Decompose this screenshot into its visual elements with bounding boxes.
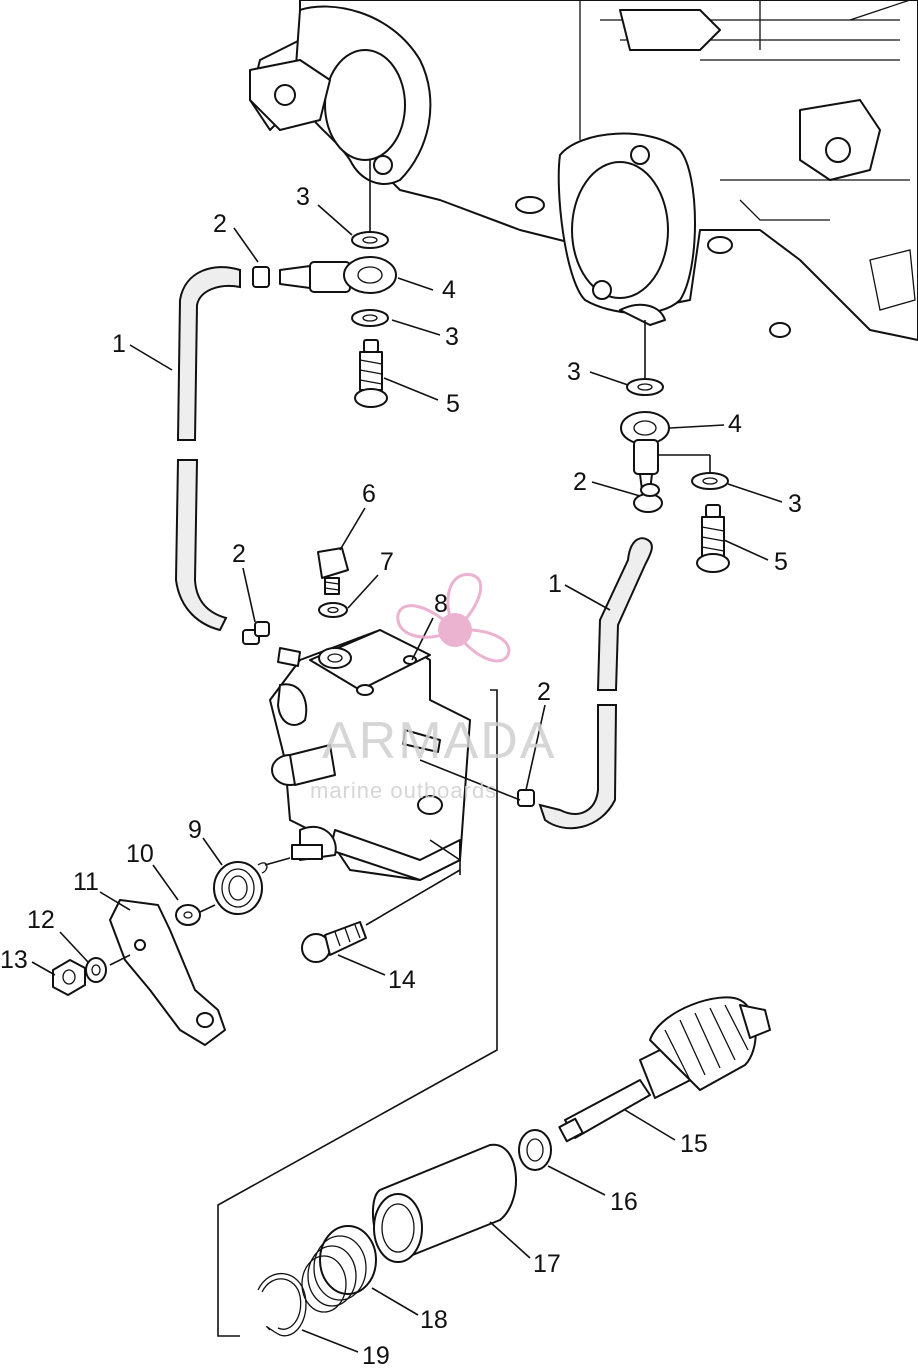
callout-6: 6 bbox=[362, 480, 376, 508]
callout-labels: 1 1 2 2 2 2 3 3 3 3 4 4 5 5 6 7 8 9 10 1… bbox=[0, 183, 802, 1370]
callout-3: 3 bbox=[788, 490, 802, 518]
watermark: ARMADA marine outboards bbox=[310, 573, 556, 803]
callout-8: 8 bbox=[434, 590, 448, 618]
callout-9: 9 bbox=[188, 816, 202, 844]
callout-4: 4 bbox=[442, 276, 456, 304]
callout-1: 1 bbox=[112, 330, 126, 358]
callout-16: 16 bbox=[610, 1188, 638, 1216]
lever-assembly bbox=[52, 857, 291, 1046]
fuel-pump-body bbox=[269, 629, 471, 881]
callout-2: 2 bbox=[537, 678, 551, 706]
callout-5: 5 bbox=[774, 548, 788, 576]
callout-12: 12 bbox=[27, 906, 55, 934]
drive-shaft-group bbox=[257, 996, 771, 1337]
callout-2: 2 bbox=[573, 468, 587, 496]
callout-19: 19 bbox=[362, 1342, 390, 1366]
callout-3: 3 bbox=[445, 323, 459, 351]
bolt-6-washer-7 bbox=[317, 547, 349, 618]
watermark-tagline: marine outboards bbox=[310, 778, 497, 803]
callout-15: 15 bbox=[680, 1130, 708, 1158]
callout-2: 2 bbox=[232, 540, 246, 568]
right-fitting-group bbox=[620, 320, 730, 573]
hose-clamps bbox=[242, 483, 660, 807]
propeller-logo-icon bbox=[396, 573, 511, 663]
callout-3: 3 bbox=[567, 358, 581, 386]
watermark-brand: ARMADA bbox=[322, 712, 556, 770]
callout-18: 18 bbox=[420, 1306, 448, 1334]
callout-14: 14 bbox=[388, 966, 416, 994]
callout-11: 11 bbox=[73, 868, 99, 896]
callout-4: 4 bbox=[728, 410, 742, 438]
callout-2: 2 bbox=[213, 210, 227, 238]
engine-block-drawing bbox=[249, 0, 918, 341]
callout-1: 1 bbox=[548, 570, 562, 598]
callout-10: 10 bbox=[126, 840, 154, 868]
callout-3: 3 bbox=[296, 183, 310, 211]
bolt-14 bbox=[301, 869, 461, 963]
callout-5: 5 bbox=[446, 390, 460, 418]
callout-17: 17 bbox=[533, 1250, 561, 1278]
left-fitting-group bbox=[252, 160, 397, 408]
hoses bbox=[174, 266, 653, 830]
callout-13: 13 bbox=[0, 946, 28, 974]
reference-lines bbox=[217, 689, 521, 1337]
callout-leaders bbox=[31, 204, 783, 1353]
callout-7: 7 bbox=[380, 548, 394, 576]
